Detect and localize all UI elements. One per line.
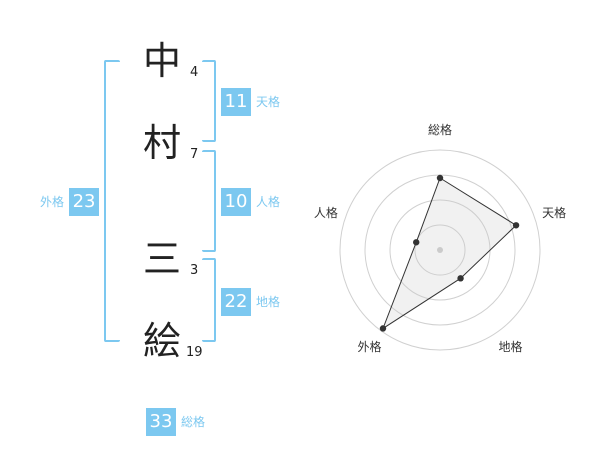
soukaku-badge: 33 総格 [146,408,210,436]
name-char-4: 絵 [143,319,182,363]
chikaku-badge: 22 地格 [221,288,285,316]
radar-axis-label-5: 人格 [314,205,338,220]
gaikaku-badge: 外格 23 [35,188,100,216]
soukaku-value: 33 [146,408,176,436]
radar-point-1 [436,174,444,182]
soukaku-label: 総格 [181,415,206,429]
gaikaku-label: 外格 [40,195,65,209]
radar-axis-label-2: 天格 [542,205,566,220]
tenkaku-bracket [202,60,216,142]
radar-point-4 [379,325,387,332]
chikaku-bracket [202,258,216,342]
radar-point-2 [512,222,520,229]
gaikaku-value: 23 [69,188,100,216]
stroke-count-1: 4 [190,65,199,80]
chikaku-label: 地格 [256,295,281,309]
stroke-count-4: 19 [186,345,203,360]
name-char-1: 中 [143,39,182,83]
name-char-2: 村 [143,121,182,165]
radar-ring-1 [414,224,466,276]
jinkaku-value: 10 [221,188,251,216]
radar-point-5 [413,239,420,246]
radar-axis-label-3: 地格 [499,339,523,354]
chikaku-value: 22 [221,288,251,316]
tenkaku-label: 天格 [256,95,281,109]
jinkaku-bracket [202,150,216,252]
radar-axis-label-1: 総格 [428,122,452,137]
tenkaku-badge: 11 天格 [221,88,285,116]
radar-axis-label-4: 外格 [357,339,381,354]
radar-series-polygon [381,177,517,330]
jinkaku-badge: 10 人格 [221,188,285,216]
tenkaku-value: 11 [221,88,251,116]
radar-ring-4 [339,149,541,351]
stroke-count-3: 3 [190,263,199,278]
radar-point-3 [457,275,464,282]
jinkaku-label: 人格 [256,195,281,209]
radar-center [437,247,443,253]
name-char-3: 三 [143,237,182,281]
stroke-count-2: 7 [190,147,199,162]
gaikaku-bracket [104,60,120,342]
